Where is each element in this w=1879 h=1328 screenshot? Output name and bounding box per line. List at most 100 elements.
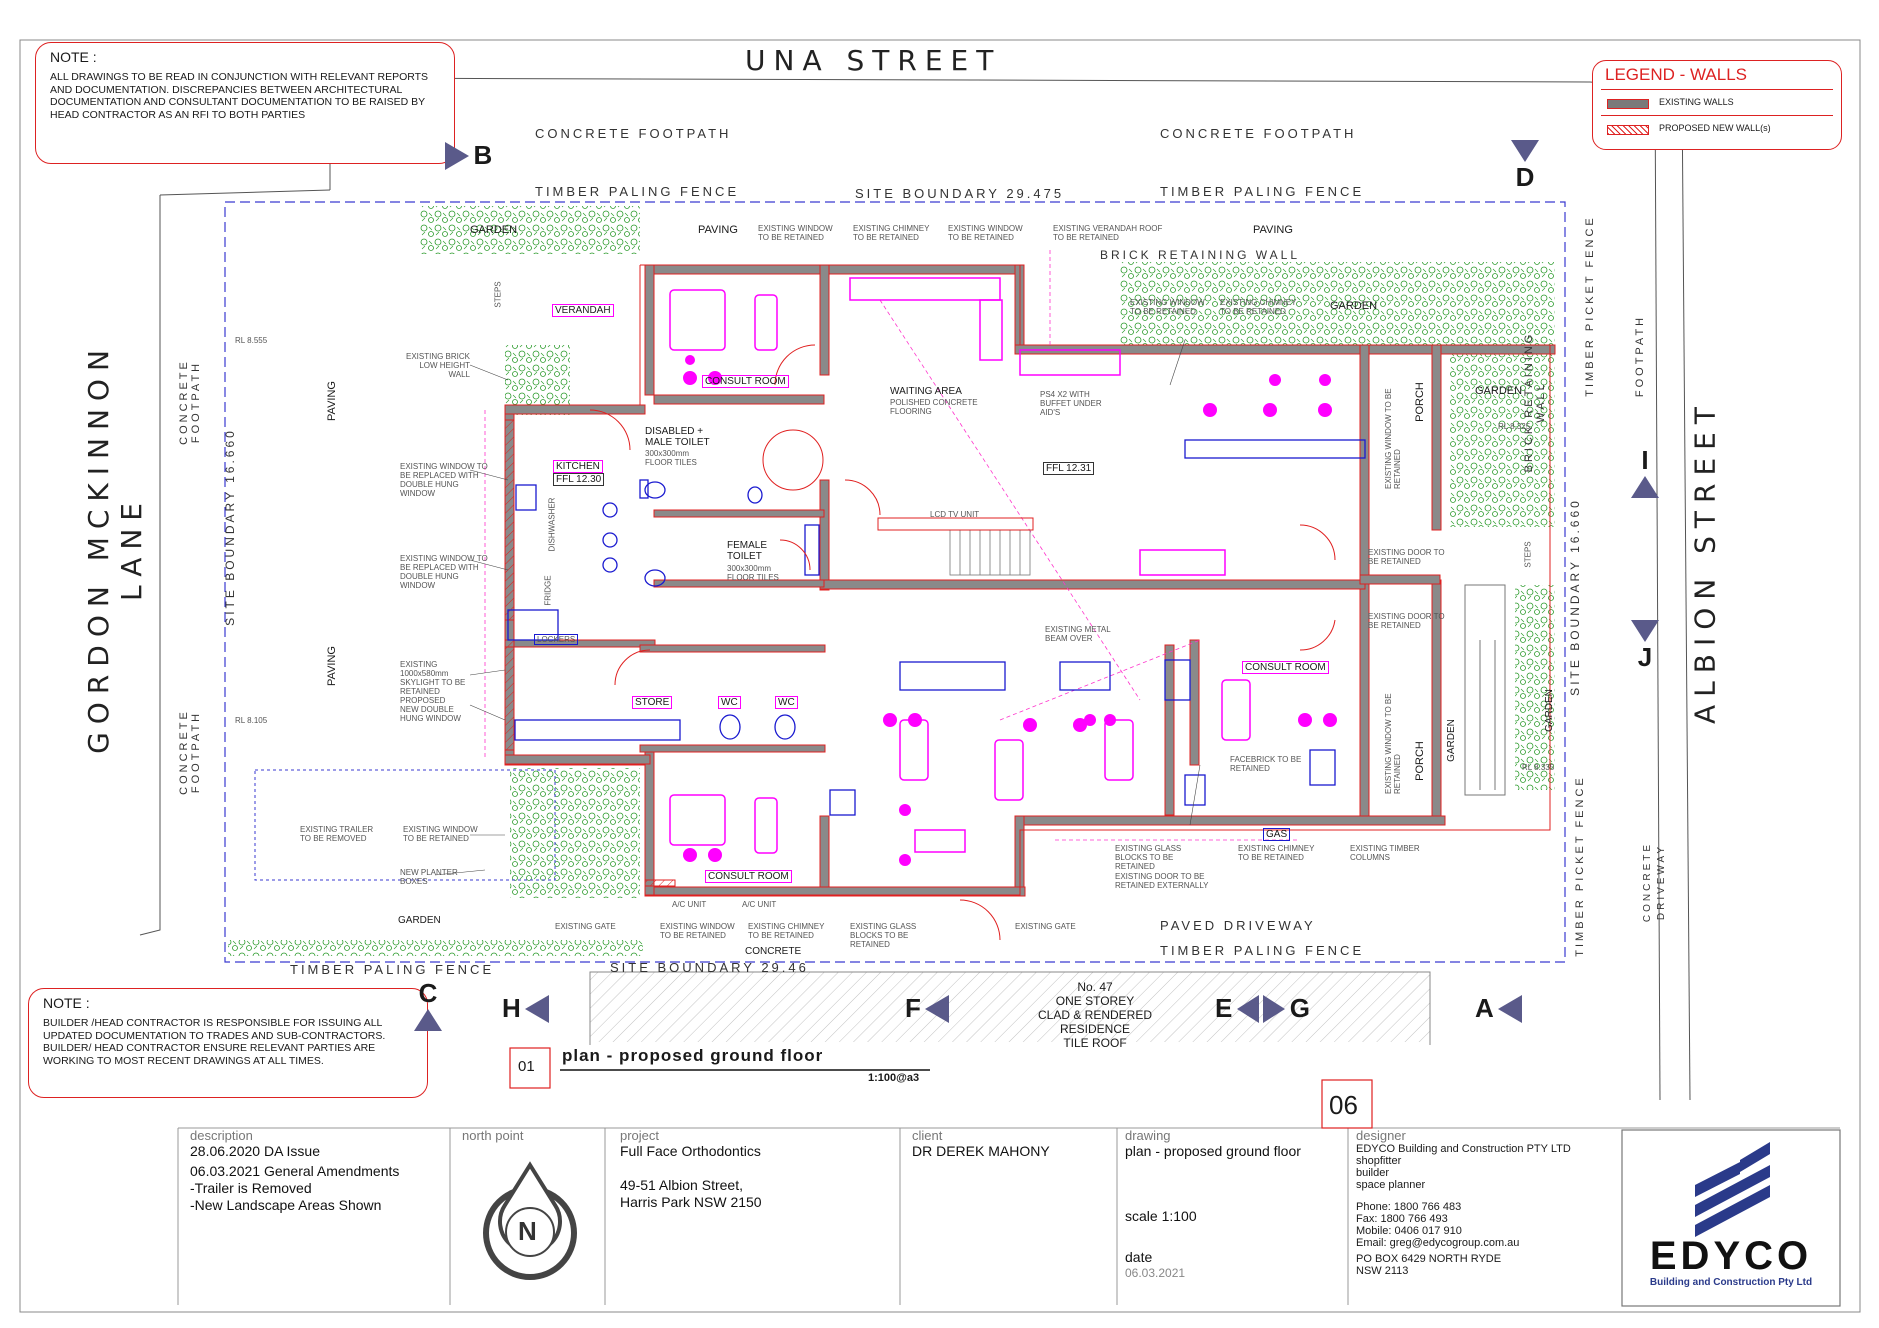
garden-label-4: GARDEN	[398, 915, 441, 926]
boundary-right: SITE BOUNDARY 16.660	[1568, 498, 1582, 696]
north-head: north point	[462, 1128, 524, 1143]
arrow-down-icon	[1631, 620, 1659, 642]
annotation: EXISTING CHIMNEY TO BE RETAINED	[1238, 844, 1315, 862]
chairs	[683, 355, 1337, 866]
paving-top-left: PAVING	[698, 224, 738, 236]
annotation: EXISTING WINDOW TO BE RETAINED	[403, 825, 478, 843]
porch-upper: PORCH	[1413, 382, 1426, 422]
marker-c[interactable]: C	[408, 978, 448, 1031]
note-top-title: NOTE :	[50, 49, 97, 65]
title-block-frame	[177, 1127, 1840, 1305]
garden-label-5: GARDEN	[1445, 719, 1457, 762]
arrow-up-icon	[1631, 476, 1659, 498]
marker-a[interactable]: A	[1475, 993, 1523, 1024]
room-consult-3: CONSULT ROOM	[1242, 661, 1329, 674]
rl-8555: RL 8.555	[235, 336, 268, 345]
rl-8105: RL 8.105	[235, 716, 268, 725]
designer-name: EDYCO Building and Construction PTY LTD	[1356, 1143, 1571, 1155]
marker-f[interactable]: F	[905, 993, 950, 1024]
marker-e-g[interactable]: E G	[1215, 993, 1310, 1024]
paving-left-upper: PAVING	[325, 381, 338, 421]
porch-lower: PORCH	[1413, 741, 1426, 781]
note-bottom-text: BUILDER /HEAD CONTRACTOR IS RESPONSIBLE …	[43, 1017, 386, 1067]
annotation: NEW PLANTER BOXES	[400, 868, 458, 886]
annotation: EXISTING METAL BEAM OVER	[1045, 625, 1111, 643]
description-head: description	[190, 1128, 253, 1143]
rl-8335: RL 8.335	[1522, 763, 1555, 772]
arrow-left-icon	[525, 994, 550, 1023]
paved-driveway: PAVED DRIVEWAY	[1160, 918, 1316, 933]
room-disabled-toilet: DISABLED + MALE TOILET	[645, 426, 710, 448]
marker-i[interactable]: I	[1625, 445, 1665, 498]
marker-d[interactable]: D	[1505, 140, 1545, 193]
annotation: EXISTING 1000x580mm SKYLIGHT TO BE RETAI…	[400, 660, 466, 696]
street-una: UNA STREET	[745, 44, 1002, 77]
annotation: EXISTING DOOR TO BE RETAINED EXTERNALLY	[1115, 872, 1209, 890]
tb-description: description 28.06.2020 DA Issue 06.03.20…	[190, 1128, 445, 1316]
rl-8325: RL 8.325	[1498, 422, 1531, 431]
ps4-note: PS4 X2 WITH BUFFET UNDER AID'S	[1040, 390, 1102, 417]
boundary-left: SITE BOUNDARY 16.660	[223, 428, 237, 626]
ffl-kitchen: FFL 12.30	[553, 473, 605, 486]
project-name: Full Face Orthodontics	[620, 1143, 761, 1159]
tb-drawing: drawing plan - proposed ground floor sca…	[1125, 1128, 1345, 1316]
po-box-1: PO BOX 6429 NORTH RYDE	[1356, 1253, 1502, 1265]
garden-top-right	[1120, 262, 1450, 352]
room-consult-2: CONSULT ROOM	[705, 870, 792, 883]
neighbour-residence: No. 47 ONE STOREY CLAD & RENDERED RESIDE…	[1037, 980, 1153, 1050]
description-line-2: 06.03.2021 General Amendments	[190, 1163, 400, 1179]
site-boundary	[224, 201, 1566, 963]
date-value: 06.03.2021	[1125, 1266, 1186, 1280]
north-arrow-graphic	[483, 1161, 577, 1280]
arrow-up-icon	[414, 1009, 442, 1031]
ffl-waiting: FFL 12.31	[1043, 462, 1095, 475]
footpath-top-left: CONCRETE FOOTPATH	[535, 126, 732, 141]
room-waiting: WAITING AREA	[890, 386, 962, 397]
marker-h[interactable]: H	[502, 993, 550, 1024]
designer-role-1: shopfitter	[1356, 1155, 1402, 1167]
annotation: EXISTING GLASS BLOCKS TO BE RETAINED	[1115, 844, 1182, 871]
logo-text: EDYCO	[1649, 1234, 1813, 1278]
marker-j[interactable]: J	[1625, 620, 1665, 673]
annotation: EXISTING GLASS BLOCKS TO BE RETAINED	[850, 922, 917, 949]
annotation: EXISTING GATE	[555, 922, 616, 931]
fence-top-left: TIMBER PALING FENCE	[535, 184, 740, 199]
arrow-left-icon	[1236, 994, 1259, 1023]
date-head: date	[1125, 1249, 1153, 1265]
annotation: EXISTING GATE	[1015, 922, 1076, 931]
contact-phone: Phone: 1800 766 483	[1356, 1201, 1462, 1213]
annotation: EXISTING DOOR TO BE RETAINED	[1368, 612, 1445, 630]
tb-project: project Full Face Orthodontics 49-51 Alb…	[620, 1128, 890, 1316]
room-store: STORE	[632, 696, 673, 709]
drawing-name: plan - proposed ground floor	[1125, 1143, 1301, 1159]
note-top: NOTE : ALL DRAWINGS TO BE READ IN CONJUN…	[35, 42, 455, 164]
annotation: EXISTING CHIMNEY TO BE RETAINED	[853, 224, 930, 242]
picket-fence-upper: TIMBER PICKET FENCE	[1584, 215, 1596, 397]
fence-bottom-left: TIMBER PALING FENCE	[290, 962, 495, 977]
brick-retaining-wall: BRICK RETAINING WALL	[1100, 248, 1301, 262]
fence-top-right: TIMBER PALING FENCE	[1160, 184, 1365, 199]
existing-walls	[504, 264, 1556, 897]
contact-email: Email: greg@edycogroup.com.au	[1356, 1237, 1520, 1249]
tb-north: north point N	[462, 1128, 602, 1316]
garden-right-lower	[1515, 585, 1555, 790]
fence-bottom-right: TIMBER PALING FENCE	[1160, 943, 1365, 958]
drawing-scale-tb: scale 1:100	[1125, 1208, 1197, 1224]
marker-g-label: G	[1289, 993, 1310, 1023]
sheet-number: 06	[1329, 1090, 1358, 1120]
marker-b-label: B	[473, 140, 493, 170]
legend-title: LEGEND - WALLS	[1605, 65, 1748, 84]
footpath-left-lower: CONCRETE FOOTPATH	[178, 709, 202, 795]
annotation: EXISTING WINDOW TO BE RETAINED	[1384, 693, 1402, 794]
legend-existing-swatch	[1607, 99, 1649, 109]
marker-b[interactable]: B	[445, 140, 492, 171]
annotation: EXISTING WINDOW TO BE REPLACED WITH DOUB…	[400, 462, 488, 498]
annotation: EXISTING WINDOW TO BE RETAINED	[758, 224, 833, 242]
description-line-4: -New Landscape Areas Shown	[190, 1197, 382, 1213]
project-addr2: Harris Park NSW 2150	[620, 1194, 762, 1210]
drawing-head: drawing	[1125, 1128, 1171, 1143]
legend-walls: LEGEND - WALLS EXISTING WALLS PROPOSED N…	[1592, 60, 1842, 150]
room-waiting-sub: POLISHED CONCRETE FLOORING	[890, 398, 978, 416]
description-line-1: 28.06.2020 DA Issue	[190, 1143, 320, 1159]
room-consult-1: CONSULT ROOM	[702, 375, 789, 388]
